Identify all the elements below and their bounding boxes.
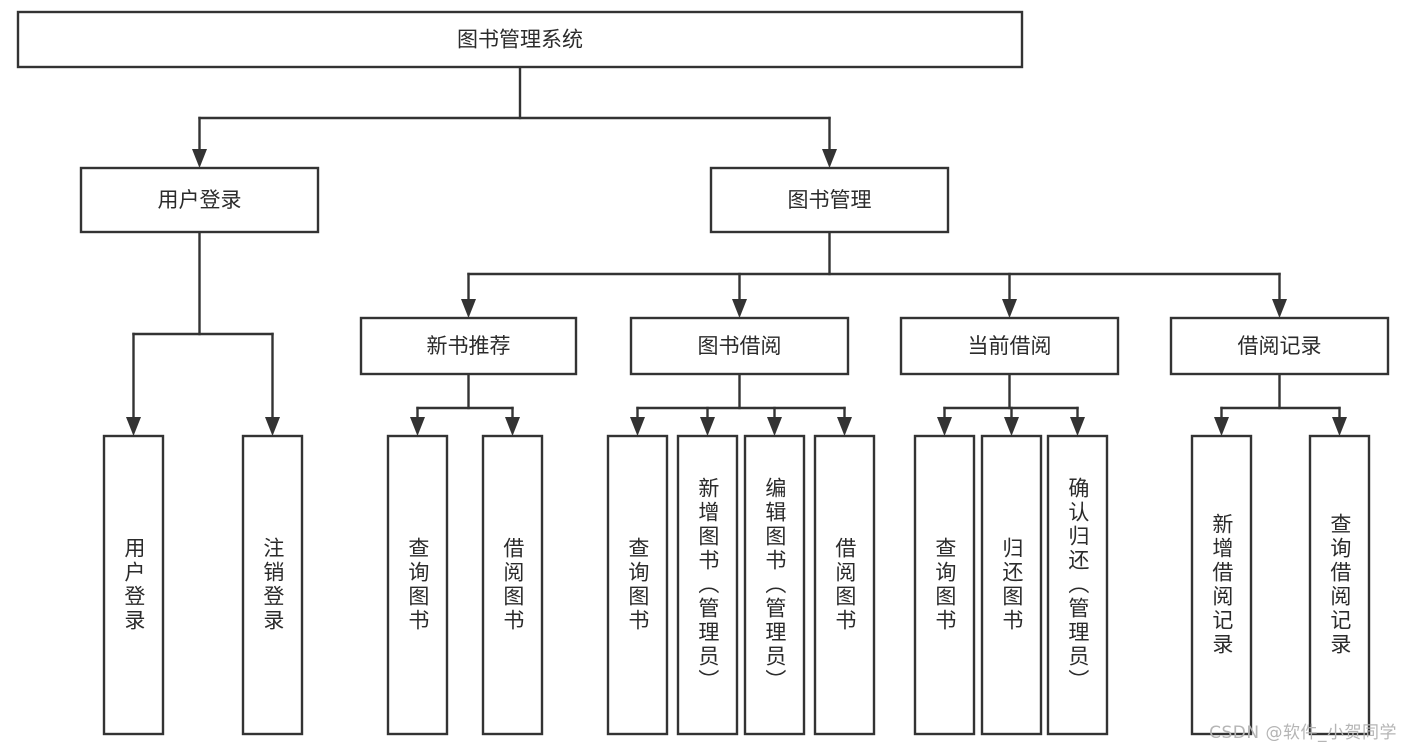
arrow-head-icon [192,149,207,168]
node-box-leaf-query-book-borrow [606,434,669,736]
node-label-user-login: 用户登录 [158,188,242,212]
node-box-borrow-record [1169,316,1390,376]
arrow-head-icon [837,417,852,436]
node-label-root: 图书管理系统 [457,28,583,52]
node-box-book-borrow [629,316,850,376]
arrow-head-icon [1332,417,1347,436]
arrow-head-icon [410,417,425,436]
arrow-head-icon [505,417,520,436]
arrow-head-icon [1004,417,1019,436]
node-box-leaf-query-book-rec [386,434,449,736]
arrow-head-icon [265,417,280,436]
node-box-leaf-add-record [1190,434,1253,736]
node-box-book-manage [709,166,950,234]
node-box-leaf-return-book [980,434,1043,736]
arrow-head-icon [126,417,141,436]
arrow-head-icon [767,417,782,436]
arrow-head-icon [1002,299,1017,318]
node-box-leaf-query-record [1308,434,1371,736]
node-label-borrow-record: 借阅记录 [1238,334,1322,358]
arrow-head-icon [630,417,645,436]
arrow-head-icon [700,417,715,436]
node-box-leaf-user-logout [241,434,304,736]
node-box-current-borrow [899,316,1120,376]
node-box-leaf-edit-book [743,434,806,736]
arrow-head-icon [1272,299,1287,318]
node-label-book-borrow: 图书借阅 [698,334,782,358]
arrow-head-icon [1214,417,1229,436]
node-box-leaf-borrow-book [813,434,876,736]
node-box-leaf-query-book-current [913,434,976,736]
arrow-head-icon [822,149,837,168]
arrow-head-icon [461,299,476,318]
node-box-leaf-add-book [676,434,739,736]
node-label-book-manage: 图书管理 [788,188,872,212]
arrow-head-icon [937,417,952,436]
node-label-current-borrow: 当前借阅 [968,334,1052,358]
arrow-head-icon [1070,417,1085,436]
node-box-leaf-borrow-book-rec [481,434,544,736]
node-box-root [16,10,1024,69]
node-box-leaf-confirm-return [1046,434,1109,736]
node-box-new-book-recommend [359,316,578,376]
node-box-leaf-user-login [102,434,165,736]
node-label-new-book-recommend: 新书推荐 [427,334,511,358]
arrow-head-icon [732,299,747,318]
csdn-watermark: CSDN @软件_小贺同学 [1209,723,1397,743]
node-box-user-login [79,166,320,234]
connector-lines [126,65,1347,436]
node-boxes [16,10,1390,736]
